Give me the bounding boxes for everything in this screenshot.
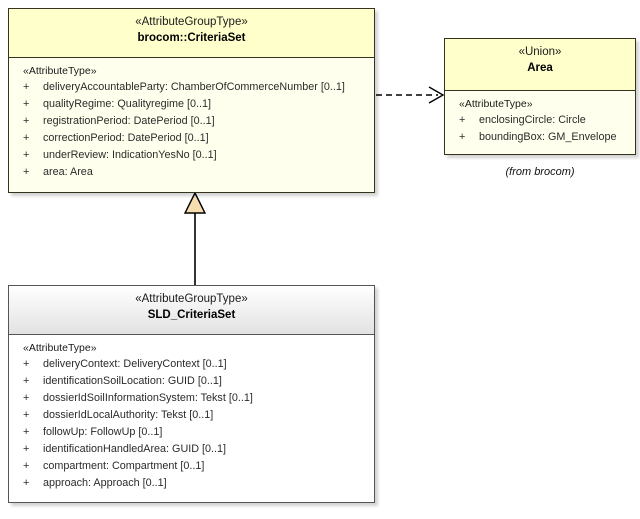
attribute-signature: deliveryContext: DeliveryContext [0..1] [43,358,227,370]
attribute-row[interactable]: + registrationPeriod: DatePeriod [0..1] [9,113,374,130]
attribute-row[interactable]: + boundingBox: GM_Envelope [445,129,635,146]
area-from-package-label: (from brocom) [505,166,575,178]
attribute-row[interactable]: + underReview: IndicationYesNo [0..1] [9,147,374,164]
attribute-visibility: + [23,443,30,455]
attribute-visibility: + [23,115,30,127]
class-box-criteria-set[interactable]: «AttributeGroupType» brocom::CriteriaSet… [8,8,375,193]
class-box-area[interactable]: «Union» Area «AttributeType» + enclosingC… [444,38,636,155]
attribute-signature: registrationPeriod: DatePeriod [0..1] [43,115,215,127]
attribute-visibility: + [23,132,30,144]
attribute-visibility: + [23,375,30,387]
attribute-signature: enclosingCircle: Circle [479,114,586,126]
class-name: Area [527,62,553,74]
attribute-row[interactable]: + approach: Approach [0..1] [9,475,374,492]
dependency-open-arrowhead [428,86,445,104]
generalization-sld-to-criteriaset[interactable] [183,191,207,285]
attribute-visibility: + [23,166,30,178]
attribute-row[interactable]: + dossierIdLocalAuthority: Tekst [0..1] [9,407,374,424]
attribute-row[interactable]: + area: Area [9,164,374,181]
attribute-visibility: + [23,392,30,404]
attribute-signature: followUp: FollowUp [0..1] [43,426,163,438]
attribute-visibility: + [23,149,30,161]
attribute-row[interactable]: + correctionPeriod: DatePeriod [0..1] [9,130,374,147]
attribute-signature: boundingBox: GM_Envelope [479,131,617,143]
attribute-row[interactable]: + enclosingCircle: Circle [445,112,635,129]
attribute-signature: dossierIdLocalAuthority: Tekst [0..1] [43,409,214,421]
attribute-signature: underReview: IndicationYesNo [0..1] [43,149,217,161]
attribute-visibility: + [23,460,30,472]
class-stereotype: «AttributeGroupType» [135,16,248,28]
attribute-visibility: + [459,131,466,143]
attribute-signature: deliveryAccountableParty: ChamberOfComme… [43,81,345,93]
attribute-signature: approach: Approach [0..1] [43,477,167,489]
attribute-visibility: + [23,98,30,110]
attribute-row[interactable]: + deliveryContext: DeliveryContext [0..1] [9,356,374,373]
attribute-stereotype: «AttributeType» [23,65,97,77]
attribute-row[interactable]: + deliveryAccountableParty: ChamberOfComm… [9,79,374,96]
generalization-triangle [183,191,207,214]
attribute-signature: compartment: Compartment [0..1] [43,460,205,472]
attribute-signature: identificationSoilLocation: GUID [0..1] [43,375,222,387]
class-attributes-criteria-set: «AttributeType» + deliveryAccountablePart… [9,58,374,187]
attribute-visibility: + [23,358,30,370]
class-name: brocom::CriteriaSet [137,32,246,44]
attribute-visibility: + [23,477,30,489]
attribute-visibility: + [23,81,30,93]
attribute-signature: identificationHandledArea: GUID [0..1] [43,443,227,455]
class-attributes-sld-criteria-set: «AttributeType» + deliveryContext: Delive… [9,335,374,498]
attribute-row[interactable]: + compartment: Compartment [0..1] [9,458,374,475]
attribute-stereotype: «AttributeType» [459,98,533,110]
attribute-row[interactable]: + identificationHandledArea: GUID [0..1] [9,441,374,458]
attribute-row[interactable]: + identificationSoilLocation: GUID [0..1] [9,373,374,390]
attribute-row[interactable]: + dossierIdSoilInformationSystem: Tekst [… [9,390,374,407]
class-header-sld-criteria-set: «AttributeGroupType» SLD_CriteriaSet [9,286,374,335]
class-box-sld-criteria-set[interactable]: «AttributeGroupType» SLD_CriteriaSet «At… [8,285,375,503]
attribute-signature: correctionPeriod: DatePeriod [0..1] [43,132,209,144]
attribute-signature: dossierIdSoilInformationSystem: Tekst [0… [43,392,253,404]
class-header-area: «Union» Area [445,39,635,91]
attribute-visibility: + [23,409,30,421]
class-attributes-area: «AttributeType» + enclosingCircle: Circle… [445,91,635,152]
attribute-visibility: + [459,114,466,126]
class-stereotype: «AttributeGroupType» [135,293,248,305]
class-stereotype: «Union» [518,46,562,58]
attribute-stereotype: «AttributeType» [23,342,97,354]
attribute-row[interactable]: + followUp: FollowUp [0..1] [9,424,374,441]
attribute-row[interactable]: + qualityRegime: Qualityregime [0..1] [9,96,374,113]
class-header-criteria-set: «AttributeGroupType» brocom::CriteriaSet [9,9,374,58]
attribute-visibility: + [23,426,30,438]
attribute-signature: qualityRegime: Qualityregime [0..1] [43,98,212,110]
class-name: SLD_CriteriaSet [147,309,236,321]
dependency-criteriaset-to-area[interactable] [376,86,445,104]
attribute-signature: area: Area [43,166,93,178]
